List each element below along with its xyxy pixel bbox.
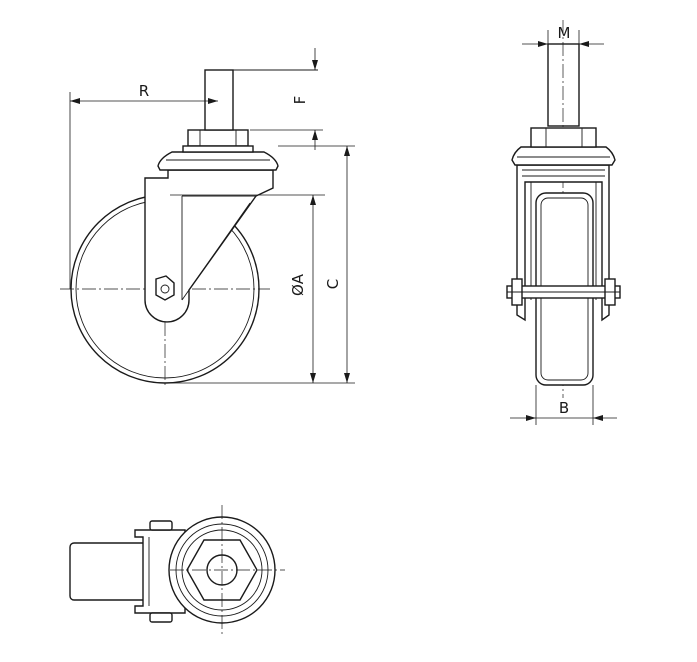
dimension-m: M <box>522 24 604 47</box>
hex-nut-front <box>530 127 597 148</box>
fork-front <box>516 164 610 322</box>
dimension-r: R <box>69 82 218 289</box>
stem-front <box>547 43 580 127</box>
fork-leg <box>144 169 274 323</box>
label-m: M <box>558 24 571 42</box>
dimension-c: C <box>278 145 355 384</box>
side-view <box>60 69 318 388</box>
label-a: ØA <box>289 273 307 296</box>
label-b: B <box>559 399 569 417</box>
swivel-head-front <box>511 146 616 166</box>
hex-nut-side <box>187 129 249 147</box>
dimension-f: F <box>250 48 323 150</box>
label-f: F <box>291 96 309 105</box>
axle-hex-bolt <box>155 275 175 301</box>
swivel-head <box>157 151 279 171</box>
label-c: C <box>324 279 342 289</box>
dimension-b: B <box>510 385 617 425</box>
front-view <box>506 20 621 398</box>
dimension-a: ØA <box>170 194 325 384</box>
top-view <box>69 505 285 635</box>
label-r: R <box>139 82 149 100</box>
